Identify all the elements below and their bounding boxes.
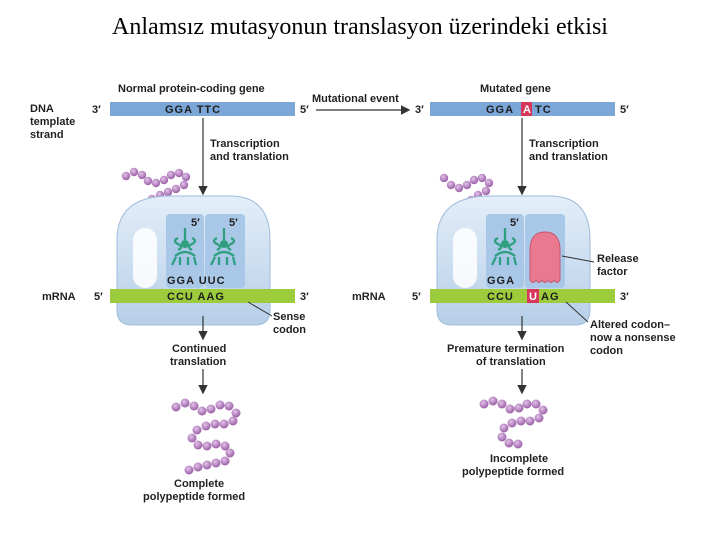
left-mrna-3prime: 3′ (300, 291, 309, 303)
altered-codon-label-line3: codon (590, 345, 623, 357)
left-polypeptide-label-line2: polypeptide formed (143, 491, 245, 503)
mutational-event-label: Mutational event (312, 93, 399, 105)
right-polypeptide-label-line1: Incomplete (490, 453, 548, 465)
right-ribosome-e-site (453, 228, 477, 288)
altered-codon-leader (565, 301, 589, 323)
left-mrna-strand (110, 289, 295, 303)
left-mrna-label: mRNA (42, 291, 76, 303)
left-dna-sequence: GGA TTC (165, 104, 221, 116)
right-dna-3prime: 3′ (415, 104, 424, 116)
dna-label-line1: DNA (30, 103, 54, 115)
right-mrna-codon-post: AG (541, 291, 560, 303)
left-result-label-line2: translation (170, 356, 227, 368)
release-factor-label-line1: Release (597, 253, 639, 265)
right-result-label-line1: Premature termination (447, 343, 565, 355)
right-mrna-mutation-highlight (527, 289, 539, 303)
right-dna-mutation-highlight (521, 102, 532, 116)
left-trna-2: 5′ (209, 217, 238, 266)
left-ribosome-e-site (133, 228, 157, 288)
right-result-label-line2: of translation (476, 356, 546, 368)
right-anticodon: GGA (487, 275, 515, 287)
dna-label-line3: strand (30, 129, 64, 141)
right-mrna-3prime: 3′ (620, 291, 629, 303)
release-factor-label-line2: factor (597, 266, 628, 278)
svg-text:5′: 5′ (191, 217, 200, 229)
left-trna-1: 5′ (170, 217, 200, 266)
right-mrna-mutated-base: U (529, 291, 537, 303)
left-gene-heading: Normal protein-coding gene (118, 83, 265, 95)
left-sense-label-line2: codon (273, 324, 306, 336)
altered-codon-label-line1: Altered codon– (590, 319, 670, 331)
left-mrna-5prime: 5′ (94, 291, 103, 303)
svg-text:5′: 5′ (510, 217, 519, 229)
right-mrna-codon-pre: CCU (487, 291, 514, 303)
left-polypeptide-label-line1: Complete (174, 478, 224, 490)
release-factor-leader (561, 255, 595, 263)
left-dna-5prime: 5′ (300, 104, 309, 116)
left-dna-strand (110, 102, 295, 116)
right-dna-sequence-pre: GGA (486, 104, 514, 116)
right-dna-5prime: 5′ (620, 104, 629, 116)
left-anticodon: GGA UUC (167, 275, 226, 287)
right-dna-mutated-base: A (523, 104, 531, 116)
right-process-label-line1: Transcription (529, 138, 599, 150)
slide-title: Anlamsız mutasyonun translasyon üzerinde… (112, 14, 608, 40)
left-dna-3prime: 3′ (92, 104, 101, 116)
altered-codon-label-line2: now a nonsense (590, 332, 676, 344)
right-gene-heading: Mutated gene (480, 83, 551, 95)
left-mrna-codons: CCU AAG (167, 291, 225, 303)
right-trna: 5′ (490, 217, 519, 266)
right-incomplete-polypeptide (479, 396, 548, 449)
right-mrna-label: mRNA (352, 291, 386, 303)
right-mrna-strand (430, 289, 615, 303)
dna-label-line2: template (30, 116, 75, 128)
left-result-label-line1: Continued (172, 343, 226, 355)
right-polypeptide-label-line2: polypeptide formed (462, 466, 564, 478)
right-process-label-line2: and translation (529, 151, 608, 163)
release-factor (529, 231, 561, 283)
left-process-label-line1: Transcription (210, 138, 280, 150)
right-dna-sequence-post: TC (535, 104, 552, 116)
right-mrna-5prime: 5′ (412, 291, 421, 303)
svg-text:5′: 5′ (229, 217, 238, 229)
left-complete-polypeptide (171, 398, 241, 475)
left-process-label-line2: and translation (210, 151, 289, 163)
left-sense-leader (247, 301, 273, 317)
left-sense-label-line1: Sense (273, 311, 305, 323)
